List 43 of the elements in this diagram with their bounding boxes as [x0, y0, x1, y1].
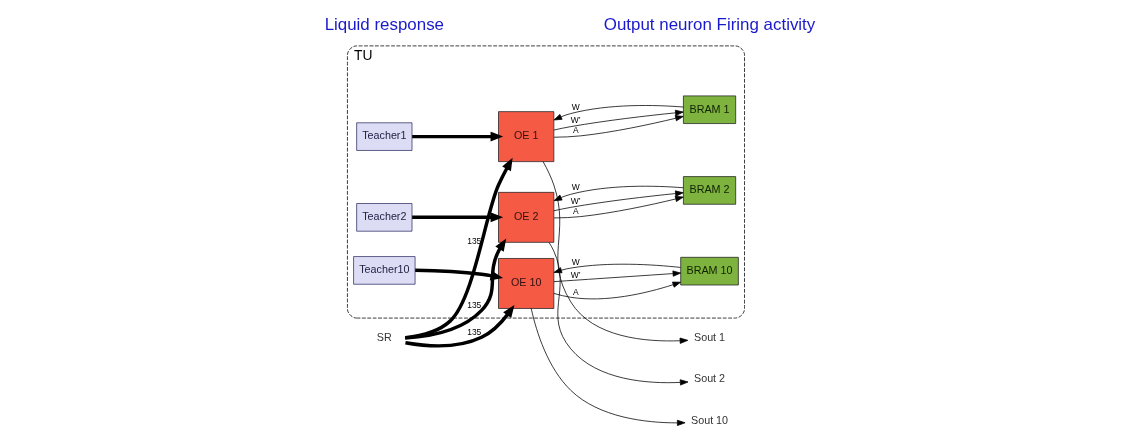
node-box: Teacher2 [356, 202, 413, 232]
edge-label: W’ [570, 114, 581, 125]
label: Output neuron Firing activity [603, 14, 816, 34]
edge-label: A [572, 286, 579, 297]
label: Liquid response [324, 14, 445, 34]
node-text: Sout 1 [693, 330, 726, 343]
arrow [412, 211, 504, 222]
edge-label: W [571, 181, 580, 192]
edge-label: A [572, 124, 579, 135]
edge-label: 135 [467, 299, 482, 310]
node-box: OE 2 [498, 191, 555, 243]
node-text: Sout 2 [693, 371, 726, 384]
edge-label: 135 [467, 326, 482, 337]
arrow [553, 114, 684, 138]
node-box: OE 1 [498, 110, 555, 162]
edge-label: W’ [570, 195, 581, 206]
arrow [553, 281, 681, 299]
edge-label: W [571, 101, 580, 112]
node-box: Teacher1 [356, 121, 413, 151]
edge-label: W [571, 256, 580, 267]
arrow [553, 270, 682, 282]
arrow [553, 190, 684, 211]
arrow [553, 195, 684, 218]
edge-label: A [572, 205, 579, 216]
arrow [530, 307, 686, 426]
node-box: OE 10 [498, 257, 555, 309]
edge-label: W’ [570, 269, 581, 280]
arrow [405, 157, 513, 339]
arrow [553, 109, 684, 130]
arrow [548, 241, 689, 385]
arrow [553, 104, 684, 120]
edge-label: 135 [467, 235, 482, 246]
arrow [553, 263, 681, 273]
arrow [553, 185, 684, 201]
node-box: Teacher10 [353, 255, 416, 285]
node-text: SR [376, 330, 392, 343]
node-box: BRAM 2 [683, 175, 737, 205]
arrow [542, 160, 689, 344]
node-box: BRAM 1 [683, 95, 737, 124]
arrow [405, 304, 515, 347]
node-text: Sout 10 [691, 413, 729, 426]
node-box: BRAM 10 [680, 256, 739, 285]
arrow [412, 131, 504, 142]
